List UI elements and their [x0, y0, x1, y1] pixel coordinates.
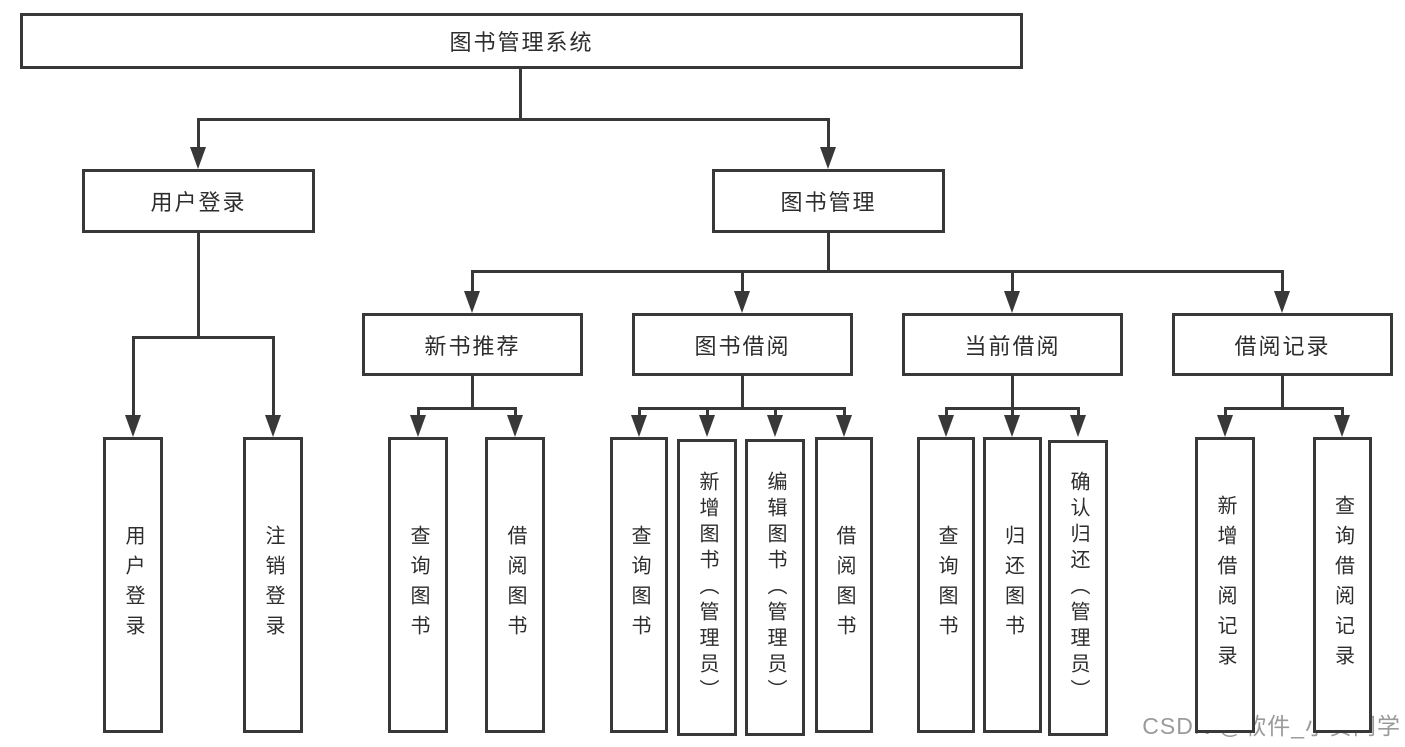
arrowhead-icon [410, 415, 426, 437]
arrowhead-icon [1334, 415, 1350, 437]
node-book-borrowing: 图书借阅 [632, 313, 853, 376]
node-label: 注销登录 [262, 525, 284, 645]
arrowhead-icon [1274, 291, 1290, 313]
edge-drop-book-borrowing [638, 407, 641, 419]
node-label: 确认归还（管理员） [1067, 471, 1089, 705]
edge-drop-book-borrowing [706, 407, 709, 419]
node-leaf-current-confirm-return-admin: 确认归还（管理员） [1048, 440, 1108, 736]
node-label: 借阅图书 [504, 525, 526, 645]
arrowhead-icon [464, 291, 480, 313]
node-borrowing-records: 借阅记录 [1172, 313, 1393, 376]
edge-drop-new-book-recommend [417, 407, 420, 419]
edge-stem-book-borrowing [741, 376, 744, 410]
arrowhead-icon [767, 415, 783, 437]
arrowhead-icon [190, 147, 206, 169]
node-label: 当前借阅 [964, 333, 1061, 359]
arrowhead-icon [836, 415, 852, 437]
node-label: 图书借阅 [694, 333, 791, 359]
edge-drop-root [197, 118, 200, 151]
node-leaf-borrow-add-books-admin: 新增图书（管理员） [677, 439, 737, 736]
edge-stem-new-book-recommend [471, 376, 474, 410]
edge-drop-book-management [471, 270, 474, 295]
node-label: 查询图书 [407, 525, 429, 645]
node-leaf-borrow-borrow-books: 借阅图书 [815, 437, 873, 733]
node-label: 新增借阅记录 [1214, 495, 1236, 675]
node-root: 图书管理系统 [20, 13, 1023, 69]
edge-rail-new-book-recommend [417, 407, 517, 410]
node-label: 编辑图书（管理员） [764, 470, 786, 705]
arrowhead-icon [631, 415, 647, 437]
arrowhead-icon [265, 415, 281, 437]
arrowhead-icon [1004, 291, 1020, 313]
node-label: 图书管理系统 [449, 30, 594, 55]
edge-drop-new-book-recommend [514, 407, 517, 419]
edge-drop-book-borrowing [843, 407, 846, 419]
edge-drop-book-management [1281, 270, 1284, 295]
edge-rail-root [197, 118, 830, 121]
node-leaf-records-add-record: 新增借阅记录 [1195, 437, 1255, 733]
node-label: 查询图书 [935, 525, 957, 645]
edge-stem-book-management [827, 233, 830, 273]
edge-drop-current-borrowing [1011, 407, 1014, 419]
node-label: 归还图书 [1001, 525, 1024, 645]
edge-drop-book-management [741, 270, 744, 295]
arrowhead-icon [1070, 415, 1086, 437]
node-label: 借阅图书 [833, 525, 855, 645]
arrowhead-icon [938, 415, 954, 437]
node-label: 用户登录 [150, 190, 247, 215]
edge-stem-borrowing-records [1281, 376, 1284, 410]
node-new-book-recommend: 新书推荐 [362, 313, 583, 376]
edge-stem-current-borrowing [1011, 376, 1014, 410]
node-leaf-records-query-record: 查询借阅记录 [1313, 437, 1372, 733]
node-label: 新增图书（管理员） [696, 470, 718, 705]
node-label: 图书管理 [780, 190, 877, 215]
node-leaf-current-return-books: 归还图书 [983, 437, 1042, 733]
node-leaf-recommend-borrow-books: 借阅图书 [485, 437, 545, 733]
node-label: 用户登录 [122, 525, 144, 645]
edge-drop-borrowing-records [1341, 407, 1344, 419]
node-leaf-borrow-query-books: 查询图书 [610, 437, 668, 733]
edge-drop-book-management [1011, 270, 1014, 295]
edge-drop-user-login [132, 336, 135, 419]
edge-rail-borrowing-records [1224, 407, 1344, 410]
node-user-login: 用户登录 [82, 169, 315, 233]
node-leaf-current-query-books: 查询图书 [917, 437, 975, 733]
node-label: 查询图书 [628, 525, 650, 645]
node-label: 借阅记录 [1234, 333, 1331, 359]
edge-stem-user-login [197, 233, 200, 339]
edge-rail-book-borrowing [638, 407, 846, 410]
node-label: 查询借阅记录 [1331, 495, 1354, 675]
arrowhead-icon [699, 415, 715, 437]
arrowhead-icon [1217, 415, 1233, 437]
node-leaf-borrow-edit-books-admin: 编辑图书（管理员） [745, 439, 805, 736]
arrowhead-icon [125, 415, 141, 437]
node-leaf-logout: 注销登录 [243, 437, 303, 733]
edge-stem-root [519, 69, 522, 121]
node-leaf-user-login: 用户登录 [103, 437, 163, 733]
node-book-management: 图书管理 [712, 169, 945, 233]
arrowhead-icon [1004, 415, 1020, 437]
arrowhead-icon [507, 415, 523, 437]
edge-drop-borrowing-records [1224, 407, 1227, 419]
node-leaf-recommend-query-books: 查询图书 [388, 437, 448, 733]
edge-drop-current-borrowing [945, 407, 948, 419]
edge-rail-book-management [471, 270, 1284, 273]
arrowhead-icon [820, 147, 836, 169]
arrowhead-icon [734, 291, 750, 313]
edge-drop-user-login [272, 336, 275, 419]
node-label: 新书推荐 [424, 333, 521, 359]
edge-drop-root [827, 118, 830, 151]
edge-drop-book-borrowing [774, 407, 777, 419]
edge-drop-current-borrowing [1077, 407, 1080, 419]
edge-rail-user-login [132, 336, 275, 339]
node-current-borrowing: 当前借阅 [902, 313, 1123, 376]
